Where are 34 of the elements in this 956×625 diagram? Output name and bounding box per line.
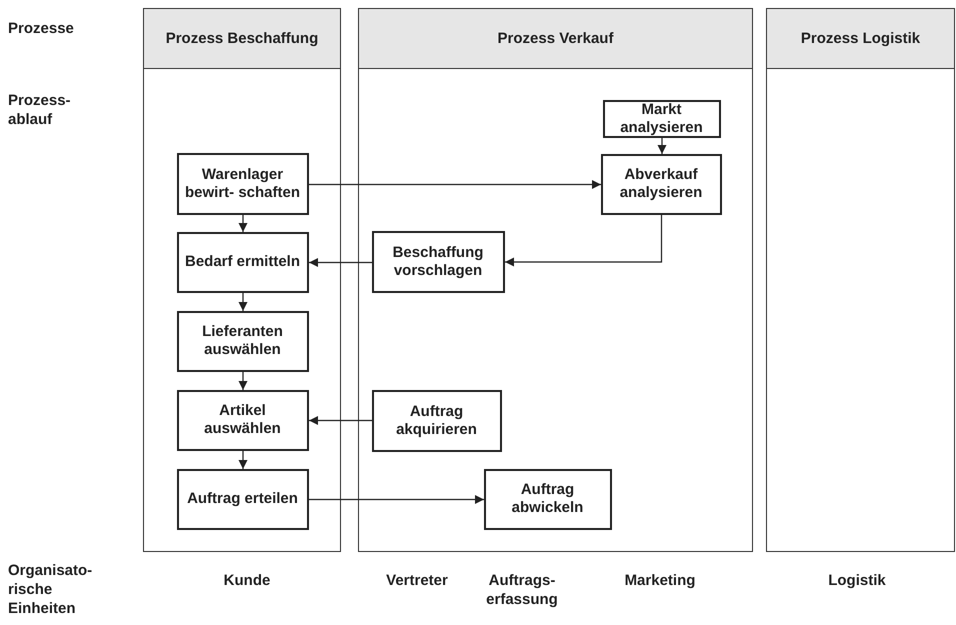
row-label: Prozess- ablauf (8, 92, 72, 130)
arrow (309, 180, 601, 189)
arrow (309, 258, 372, 267)
arrow (309, 495, 484, 504)
swimlane (358, 8, 753, 552)
arrow (238, 215, 248, 232)
process-box: Abverkauf analysieren (600, 154, 722, 214)
process-box: Bedarf ermitteln (176, 232, 308, 292)
arrow (238, 451, 248, 469)
process-box: Artikel auswählen (176, 390, 308, 450)
row-label: Organisato- rische Einheiten (8, 562, 94, 618)
lane-header: Prozess Logistik (767, 9, 954, 69)
row-label: Auftrags- erfassung (485, 572, 559, 610)
arrow (309, 416, 372, 425)
arrow (658, 138, 666, 154)
process-box: Markt analysieren (602, 100, 720, 138)
row-label: Prozesse (8, 20, 75, 39)
process-box: Auftrag erteilen (176, 468, 308, 530)
process-box: Auftrag akquirieren (372, 390, 502, 452)
row-label: Kunde (222, 572, 272, 591)
lane-header: Prozess Beschaffung (144, 9, 340, 69)
arrow (505, 215, 662, 266)
arrow (238, 293, 248, 311)
process-box: Auftrag abwickeln (484, 468, 612, 530)
process-box: Lieferanten auswählen (176, 310, 308, 372)
arrow (238, 372, 248, 390)
row-label: Vertreter (385, 572, 449, 591)
process-box: Beschaffung vorschlagen (372, 230, 504, 292)
row-label: Marketing (624, 572, 696, 591)
swimlane (766, 8, 955, 552)
process-box: Warenlager bewirt- schaften (176, 152, 308, 214)
swimlane (143, 8, 341, 552)
lane-header: Prozess Verkauf (359, 9, 752, 69)
row-label: Logistik (827, 572, 887, 591)
